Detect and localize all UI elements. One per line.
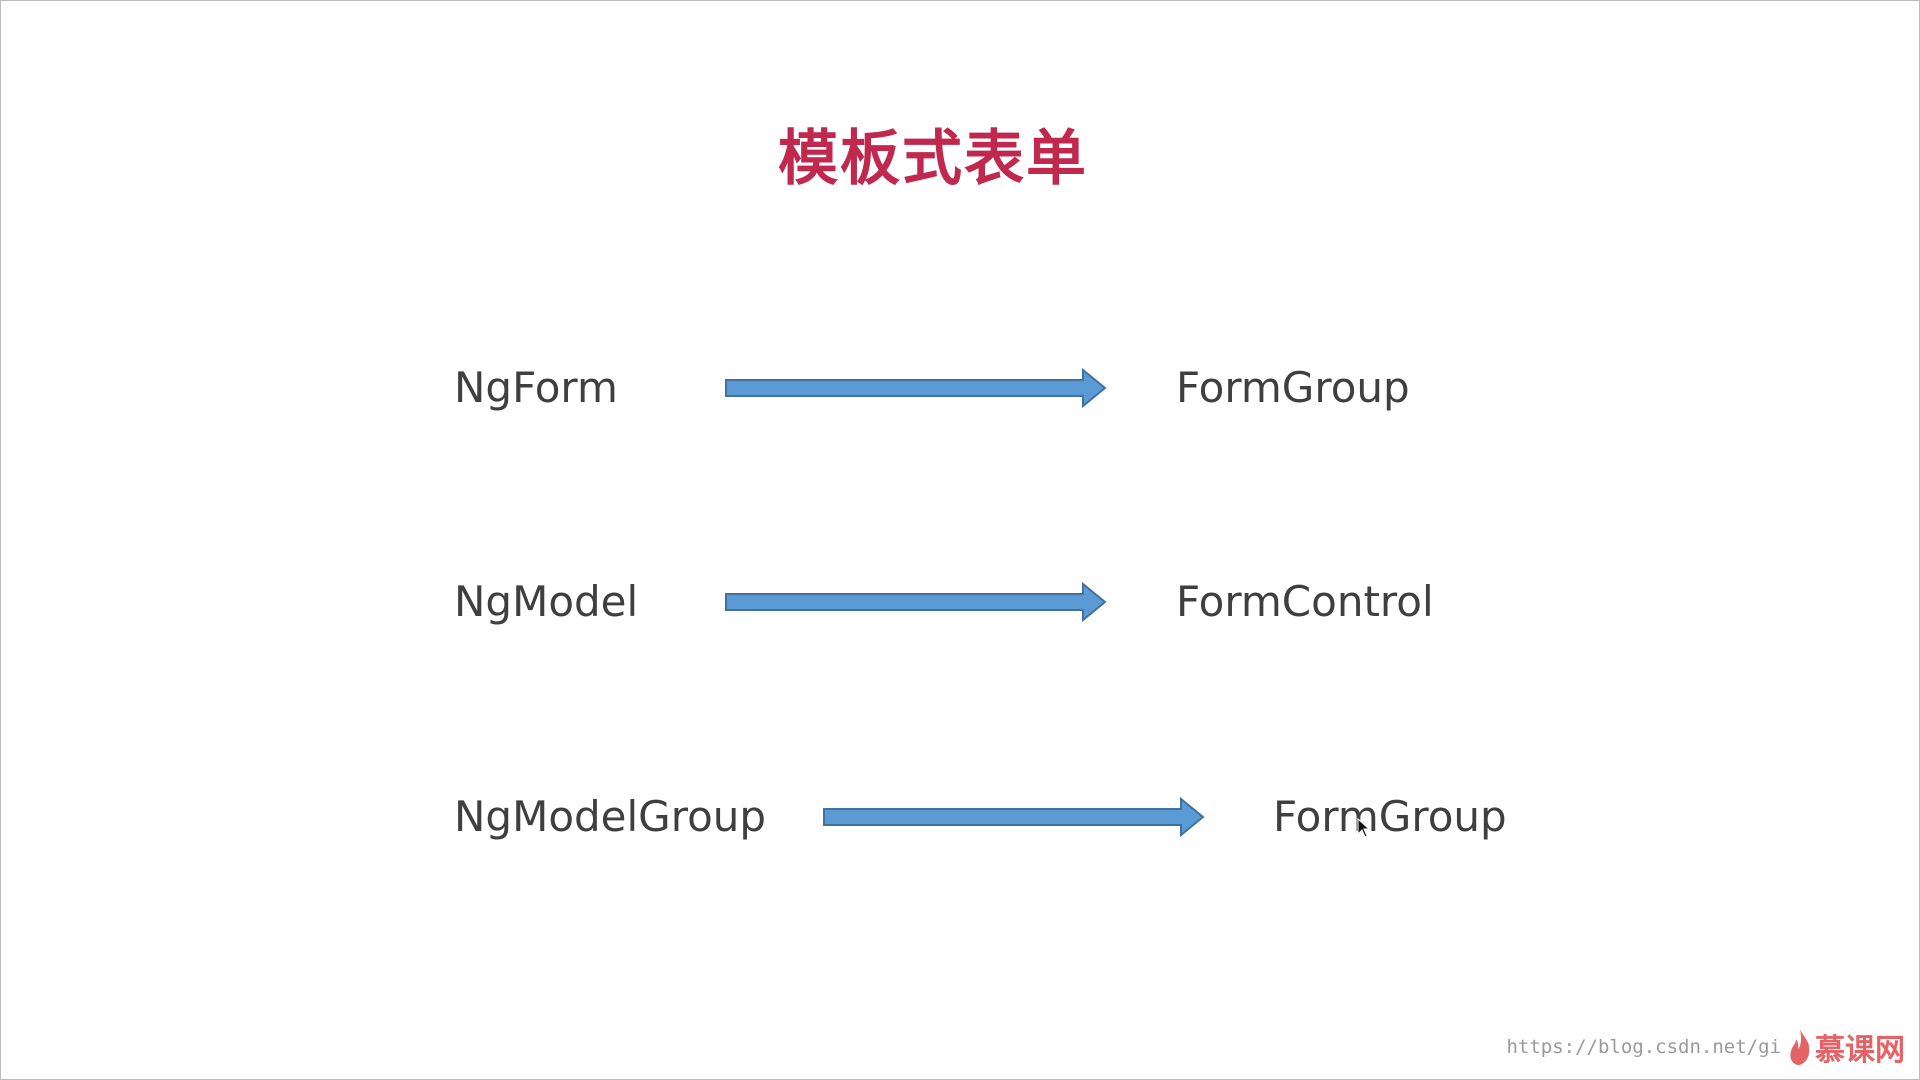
directive-label: NgModel <box>454 577 639 626</box>
mapping-row: NgModelGroup FormGroup <box>1 777 1920 857</box>
right-arrow-icon <box>725 582 1107 622</box>
watermark-url: https://blog.csdn.net/gi <box>1506 1036 1781 1058</box>
logo-text: 慕课网 <box>1815 1033 1905 1068</box>
model-class-label: FormControl <box>1176 577 1434 626</box>
mapping-row: NgModel FormControl <box>1 562 1920 642</box>
model-class-label: FormGroup <box>1273 792 1507 841</box>
watermark: https://blog.csdn.net/gi 慕课网 <box>1506 1025 1905 1069</box>
site-logo: 慕课网 <box>1787 1025 1905 1069</box>
right-arrow-icon <box>725 368 1107 408</box>
mapping-row: NgForm FormGroup <box>1 348 1920 428</box>
model-class-label: FormGroup <box>1176 363 1410 412</box>
directive-label: NgModelGroup <box>454 792 767 841</box>
slide-title: 模板式表单 <box>778 124 1088 194</box>
flame-icon <box>1790 1029 1810 1065</box>
directive-label: NgForm <box>454 363 618 412</box>
mouse-pointer-icon <box>1357 818 1371 838</box>
right-arrow-icon <box>823 797 1205 837</box>
